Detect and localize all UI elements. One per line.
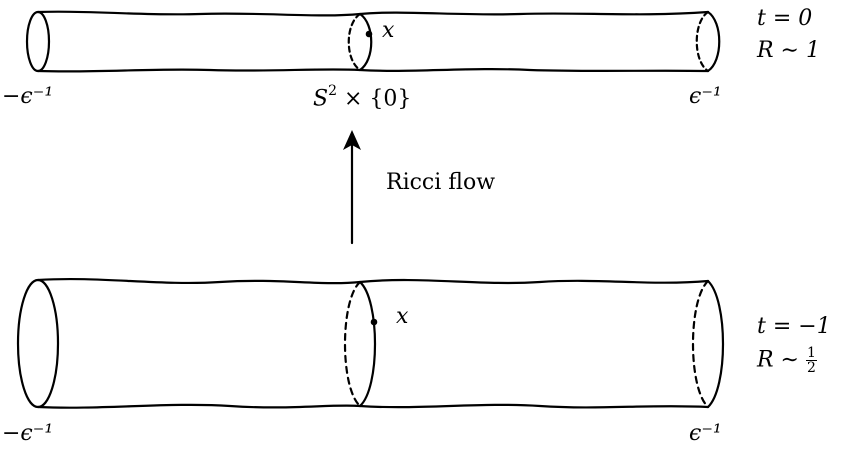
top-cylinder-middle-slice-front xyxy=(358,12,373,72)
top-right-end-label: ϵ⁻¹ xyxy=(689,84,722,109)
top-cylinder-right-end-back xyxy=(695,10,710,73)
top-slice-label: S2 × {0} xyxy=(313,83,412,112)
top-cylinder-left-cap xyxy=(25,10,51,73)
bottom-cylinder-right-end-back xyxy=(691,279,710,409)
bottom-cylinder-middle-slice-front xyxy=(358,280,377,408)
top-curvature-label: R ∼ 1 xyxy=(757,38,820,63)
bottom-left-end-label: −ϵ⁻¹ xyxy=(2,421,54,446)
bottom-cylinder-bottom-edge xyxy=(36,403,710,409)
top-cylinder-middle-slice-back xyxy=(347,12,362,72)
bottom-cylinder-left-cap xyxy=(16,278,60,409)
top-cylinder-top-edge xyxy=(36,10,710,17)
bottom-point-x xyxy=(370,318,378,326)
bottom-time-label: t = −1 xyxy=(757,314,831,339)
bottom-cylinder-middle-slice-back xyxy=(343,280,362,408)
top-point-label: x xyxy=(382,18,395,43)
ricci-flow-label: Ricci flow xyxy=(386,170,496,195)
top-point-x xyxy=(365,30,373,38)
bottom-cylinder-right-end-front xyxy=(706,279,725,409)
top-left-end-label: −ϵ⁻¹ xyxy=(2,84,54,109)
top-cylinder-bottom-edge xyxy=(36,68,710,73)
bottom-right-end-label: ϵ⁻¹ xyxy=(689,421,722,446)
bottom-cylinder-top-edge xyxy=(36,277,710,285)
bottom-point-label: x xyxy=(396,304,409,329)
top-cylinder-right-end-front xyxy=(706,10,721,73)
ricci-flow-arrow-head xyxy=(343,130,361,150)
top-time-label: t = 0 xyxy=(757,6,813,31)
